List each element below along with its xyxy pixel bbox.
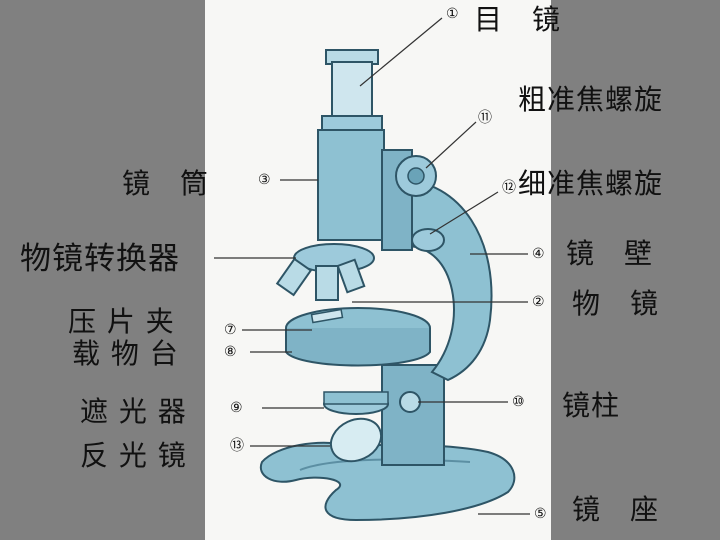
label-tube: 镜 筒 [122,167,210,200]
callout-13: ⑬ [230,438,245,454]
callout-8: ⑧ [224,344,238,360]
label-objective: 物 镜 [572,287,660,320]
base-top-edge [299,458,471,471]
diaphragm-ring [323,391,389,405]
label-nosepiece: 物镜转换器 [20,241,180,277]
callout-2: ② [532,294,546,310]
label-stage-clip: 压 片 夹 [68,305,175,338]
label-pillar: 镜柱 [562,389,621,422]
objective-right [336,258,366,294]
label-stage: 载 物 台 [72,337,179,370]
label-eyepiece: 目 镜 [474,3,562,36]
pillar-shape [381,364,445,466]
label-fine-focus: 细准焦螺旋 [518,167,664,200]
objective-center [315,265,339,301]
objective-left [275,257,313,297]
leader-lines [214,17,530,515]
callout-3: ③ [258,172,272,188]
coarse-focus-knob-center [407,167,425,185]
label-diaphragm: 遮 光 器 [80,395,187,428]
callout-1: ① [446,6,460,22]
callout-11: ⑪ [478,110,493,126]
callout-5: ⑤ [534,506,548,522]
callout-10: ⑩ [512,394,526,410]
mirror-shape [329,417,383,463]
callout-9: ⑨ [230,400,244,416]
fine-focus-knob [411,228,445,252]
label-base: 镜 座 [572,493,660,526]
callout-12-fine: ⑫ [502,180,517,196]
label-arm: 镜 壁 [566,237,654,270]
stage-side [285,328,431,367]
pillar-knob [399,391,421,413]
label-mirror: 反 光 镜 [80,439,187,472]
callout-7: ⑦ [224,322,238,338]
stage-clip-shape [310,308,344,324]
eyepiece-body [331,61,373,119]
label-coarse-focus: 粗准焦螺旋 [518,83,664,116]
tube-body [317,129,385,241]
callout-4: ④ [532,246,546,262]
